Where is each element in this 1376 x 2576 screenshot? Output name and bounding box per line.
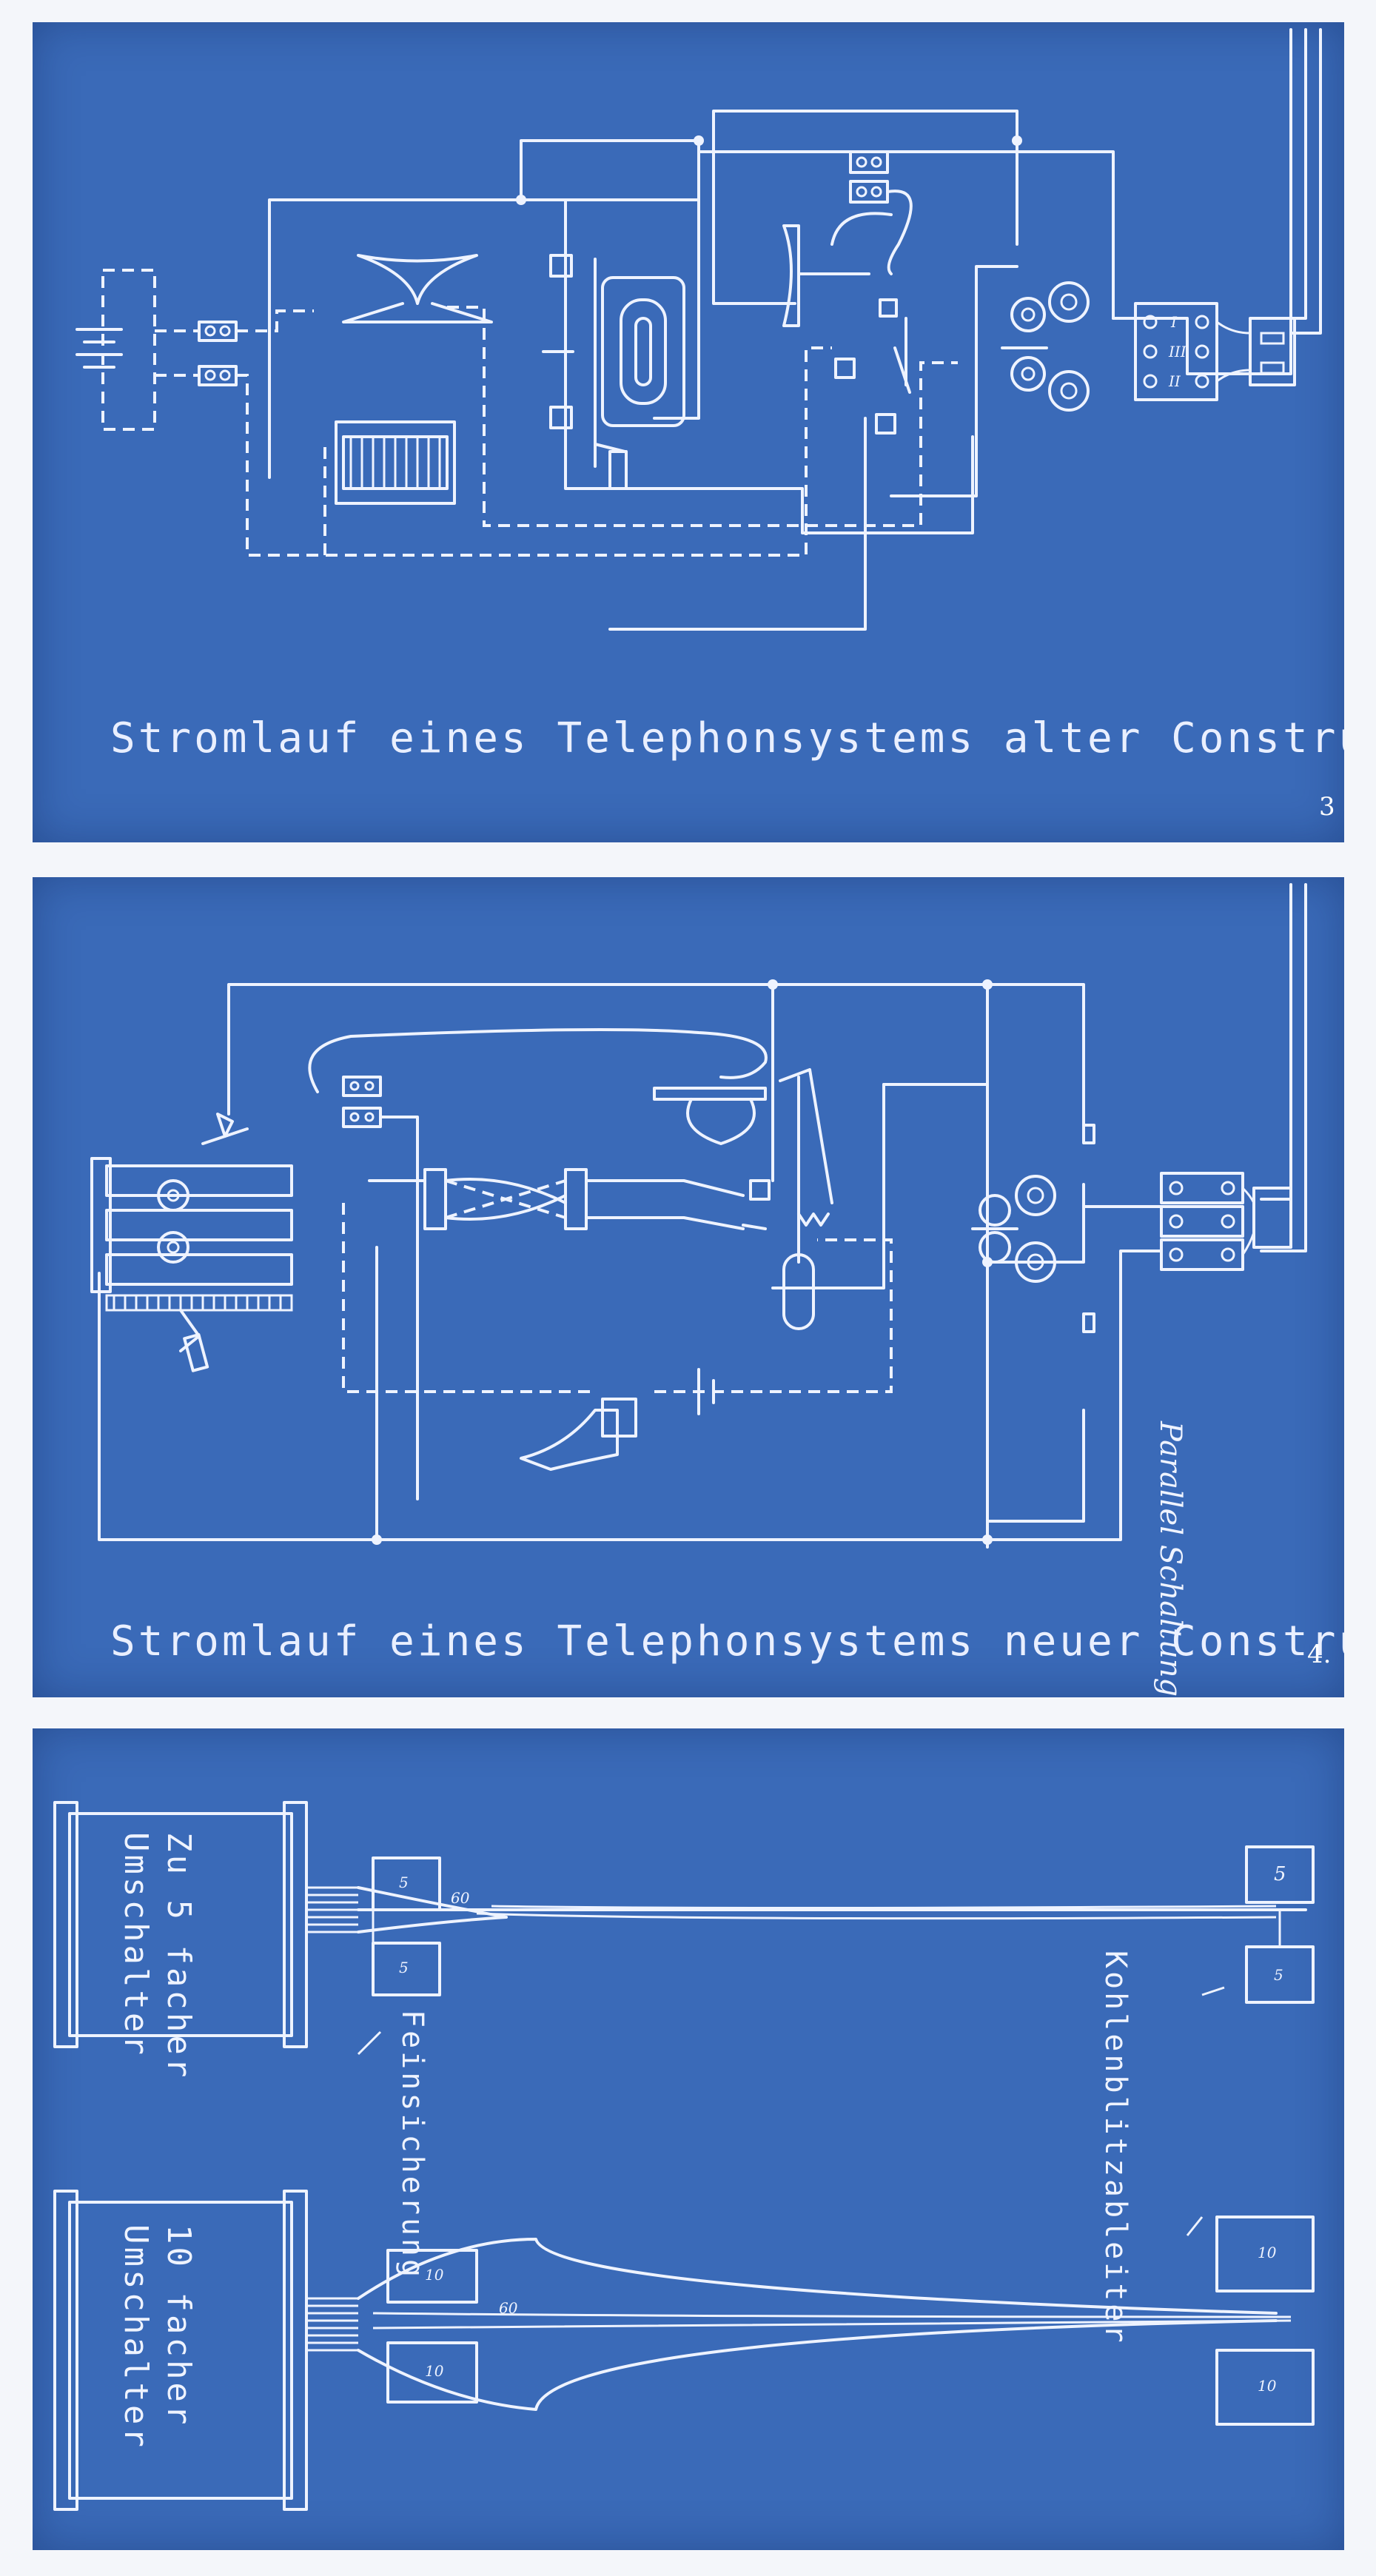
fuse-box-label: 5: [399, 1874, 409, 1891]
induction-coil-cross: [368, 1168, 771, 1230]
handset: [653, 1068, 833, 1330]
svg-text:III: III: [1168, 343, 1187, 360]
microphone: [782, 150, 913, 435]
receiver-trumpet: [342, 254, 493, 323]
side-note-parallel: Parallel Schaltung: [1153, 1421, 1187, 1697]
cable-drawing: 5 5 5 5 60 10 10 10 10 60: [53, 1801, 1315, 2511]
page-number: 3: [1319, 792, 1335, 822]
label-kohlenblitzableiter: Kohlenblitzableiter: [1098, 1951, 1132, 2346]
fuse-box-label: 10: [425, 2266, 444, 2284]
label-feinsicherung: Feinsicherung: [395, 2010, 429, 2281]
receiver-cord: [308, 1028, 768, 1500]
switchboard-5-fold: [53, 1801, 358, 2048]
terminal-block-left: [155, 321, 238, 386]
wire-mark: 60: [499, 2299, 518, 2317]
bell-gongs: [971, 1124, 1095, 1333]
switchboard-10-fold: [53, 2190, 358, 2511]
switch-box: [1160, 1172, 1292, 1271]
fuse-box-label: 10: [425, 2362, 444, 2380]
diagram-caption-new: Stromlauf eines Telephonsystems neuer Co…: [110, 1617, 1344, 1666]
local-battery: [697, 1368, 715, 1415]
bell-gongs: [1001, 281, 1090, 412]
svg-text:II: II: [1168, 372, 1181, 390]
arrester-box-label: 10: [1258, 2377, 1277, 2395]
fuse-box-label: 5: [399, 1959, 409, 1976]
battery-symbol: [75, 269, 156, 431]
transmitter-horn: [520, 1398, 637, 1471]
arrester-box-label: 10: [1258, 2244, 1277, 2261]
magneto-generator: [90, 1113, 293, 1372]
svg-text:I: I: [1170, 313, 1178, 331]
arrester-box-label: 5: [1274, 1966, 1283, 1984]
arrester-box-label: 5: [1274, 1863, 1286, 1885]
wire-mark: 60: [451, 1889, 470, 1907]
circuit-drawing-new: [90, 883, 1307, 1549]
page-number: 4.: [1307, 1640, 1332, 1669]
bell-mechanism: [542, 254, 685, 490]
diagram-caption-old: Stromlauf eines Telephonsystems alter Co…: [110, 714, 1344, 762]
new-construction-diagram: Stromlauf eines Telephonsystems neuer Co…: [33, 877, 1344, 1697]
induction-coil: [335, 420, 456, 505]
